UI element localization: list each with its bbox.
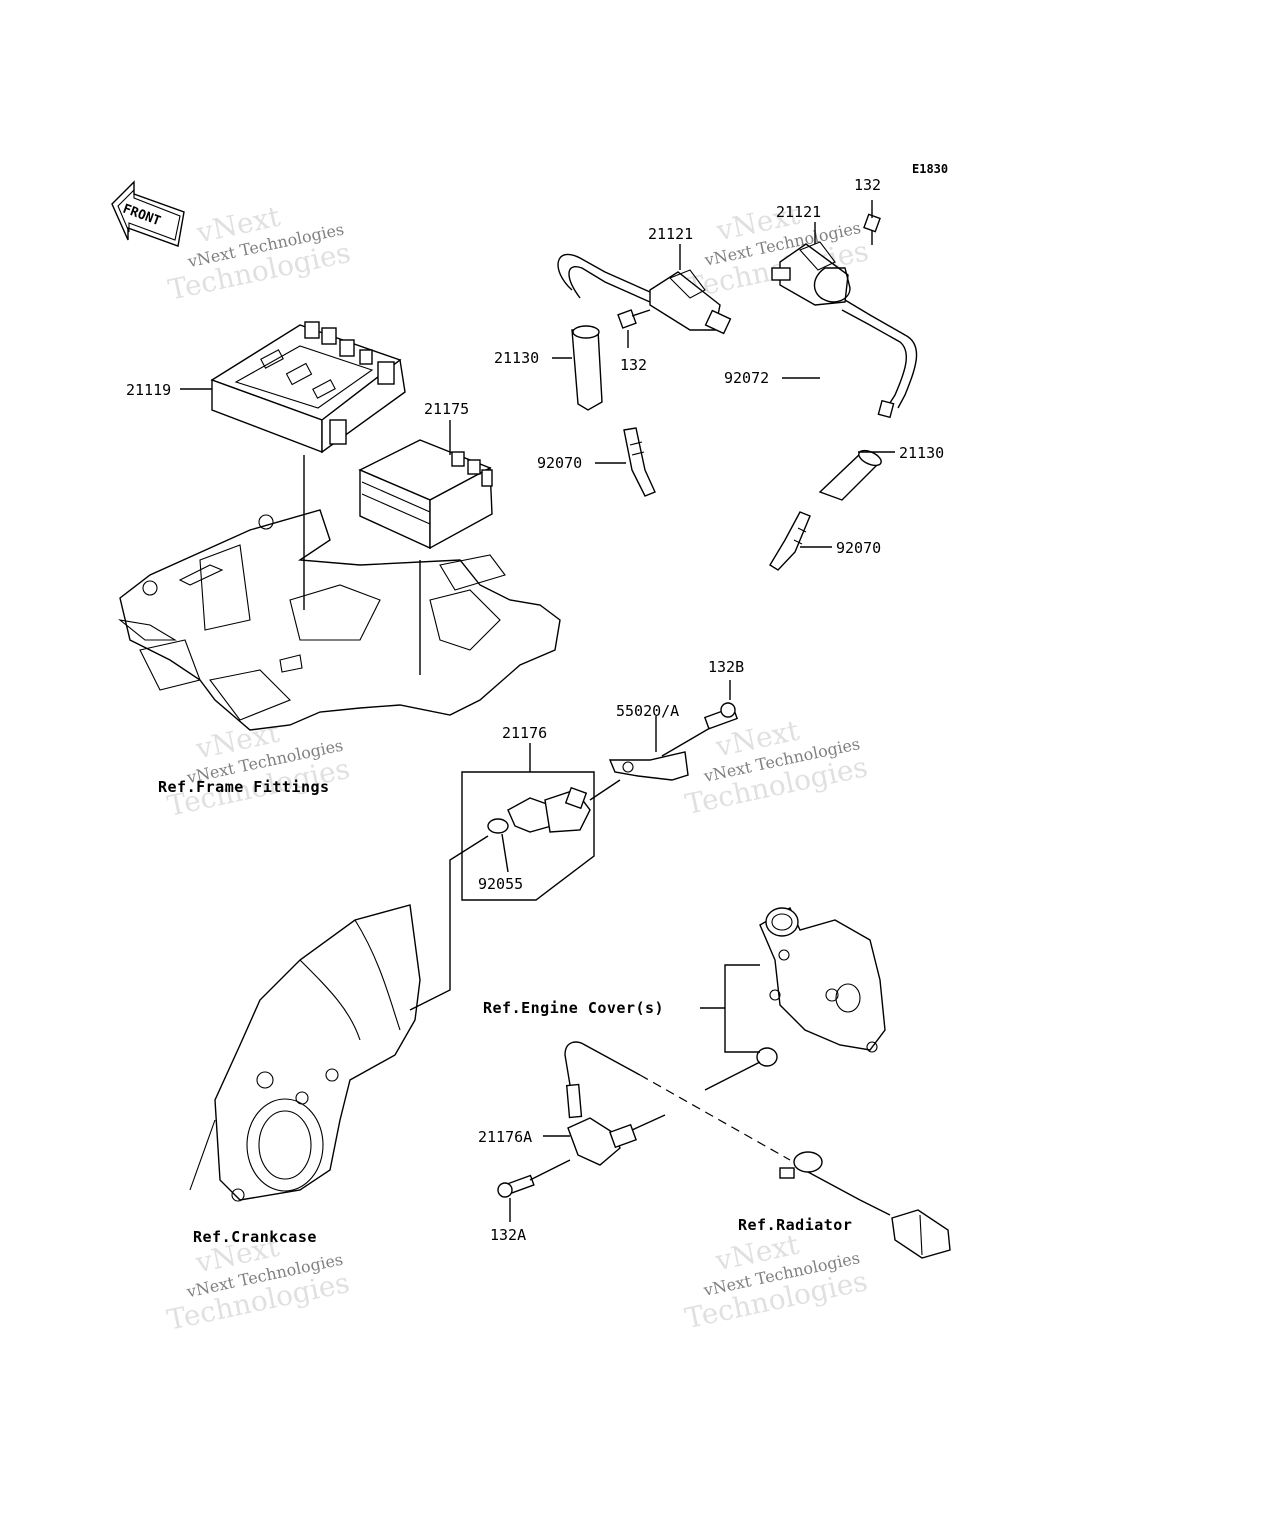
part-label-55020a: 55020/A [616,702,679,720]
frame-bracket-drawing [118,509,561,731]
clamp-92072-drawing [813,267,851,303]
ref-label-frame-fittings: Ref.Frame Fittings [158,778,330,796]
ref-label-radiator: Ref.Radiator [738,1216,852,1234]
bolt-132b-drawing [703,702,739,730]
plug-cap-right-drawing [818,449,882,501]
watermark-top-left: vNext vNext Technologies Technologies [165,200,353,307]
crankcase-drawing [189,904,421,1202]
bolt-132a-drawing [497,1174,535,1198]
bracket-55020a-drawing [608,751,689,781]
radiator-clamp-drawing [779,1151,823,1179]
ref-label-crankcase: Ref.Crankcase [193,1228,317,1246]
part-label-92072: 92072 [724,369,769,387]
part-label-132a: 132A [490,1226,526,1244]
sensor-21176a-drawing [564,1041,641,1166]
part-label-21130-left: 21130 [494,349,539,367]
part-label-92055: 92055 [478,875,523,893]
leader-sensor-crankcase [409,835,489,1011]
part-label-21130-right: 21130 [899,444,944,462]
part-label-21175: 21175 [424,400,469,418]
regulator-unit-drawing [358,439,493,550]
spark-plug-right-drawing [769,511,811,571]
part-label-21176a: 21176A [478,1128,532,1146]
bracket-engine-covers [724,964,760,1053]
sensor-21176-drawing [507,786,591,833]
ecu-unit-drawing [210,321,406,454]
leader-132b-bracket [661,727,711,757]
part-label-132-top: 132 [854,176,881,194]
part-label-132-mid: 132 [620,356,647,374]
ref-label-engine-covers: Ref.Engine Cover(s) [483,999,664,1017]
part-label-21119: 21119 [126,381,171,399]
part-label-21121-right: 21121 [776,203,821,221]
ignition-coil-left-drawing [557,253,732,411]
diagram-code: E1830 [912,162,948,176]
front-arrow-icon: FRONT [111,180,185,247]
o-ring-cover-drawing [756,1047,778,1067]
part-label-92070-left: 92070 [537,454,582,472]
spark-plug-left-drawing [623,427,656,497]
engine-cover-drawing [759,907,886,1053]
part-label-21176: 21176 [502,724,547,742]
part-label-92070-right: 92070 [836,539,881,557]
ignition-coil-right-drawing [771,213,918,419]
wire-dashed-line [639,1074,791,1161]
part-label-21121-left: 21121 [648,225,693,243]
o-ring-92055-drawing [487,818,509,834]
box-21176 [461,771,595,901]
wire-connector-drawing [891,1209,951,1259]
part-label-132b: 132B [708,658,744,676]
watermark-mid-right: vNext vNext Technologies Technologies [682,714,870,822]
